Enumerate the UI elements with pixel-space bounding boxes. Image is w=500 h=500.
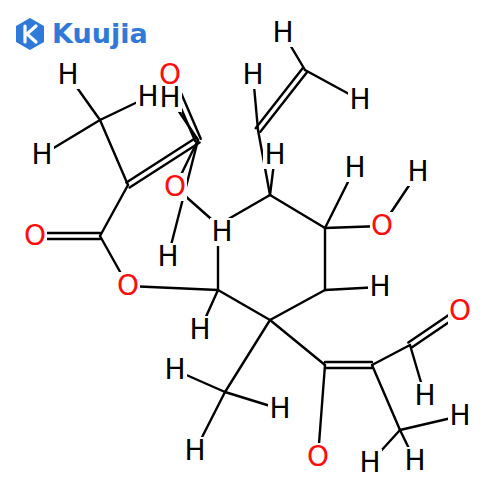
bond-line [372, 345, 410, 365]
bond-line [270, 290, 325, 320]
bond-line [372, 365, 400, 430]
atom-label: H [368, 273, 391, 301]
atom-label: H [348, 86, 371, 114]
atom-label: H [56, 61, 79, 89]
atom-label: H [358, 449, 381, 477]
atom-label: O [448, 297, 472, 325]
atom-label: H [210, 218, 233, 246]
atom-label: O [23, 222, 47, 250]
atom-label: H [271, 19, 294, 47]
atom-label: H [136, 83, 159, 111]
atom-label: H [268, 395, 291, 423]
atom-label: H [163, 356, 186, 384]
atom-label: O [163, 173, 187, 201]
bond-line [270, 195, 325, 228]
bond-line [270, 320, 325, 365]
atom-label: H [241, 61, 264, 89]
atom-label: H [406, 158, 429, 186]
atom-label: H [188, 316, 211, 344]
bond-line [100, 185, 128, 236]
bond-line [324, 228, 326, 290]
atom-label: H [413, 382, 436, 410]
logo-hexagon [16, 18, 44, 50]
bond-line [325, 367, 372, 369]
atom-label: H [263, 141, 286, 169]
watermark: Kuujia [52, 20, 148, 47]
bond-line [325, 361, 372, 363]
bond-line [260, 72, 307, 132]
atom-label: H [30, 141, 53, 169]
atom-label: H [403, 447, 426, 475]
atom-label: O [370, 212, 394, 240]
bond-line [218, 290, 270, 320]
atom-label: O [306, 443, 330, 471]
atom-label: H [448, 402, 471, 430]
atom-label: H [156, 243, 179, 271]
bond-line [100, 120, 128, 185]
logo-glyph [25, 26, 36, 42]
atom-label: H [158, 84, 181, 112]
bond-line [128, 286, 218, 290]
atom-label: O [116, 272, 140, 300]
logo-icon [16, 18, 44, 50]
atom-label: H [343, 154, 366, 182]
bond-line [225, 320, 270, 392]
atom-label: H [183, 437, 206, 465]
